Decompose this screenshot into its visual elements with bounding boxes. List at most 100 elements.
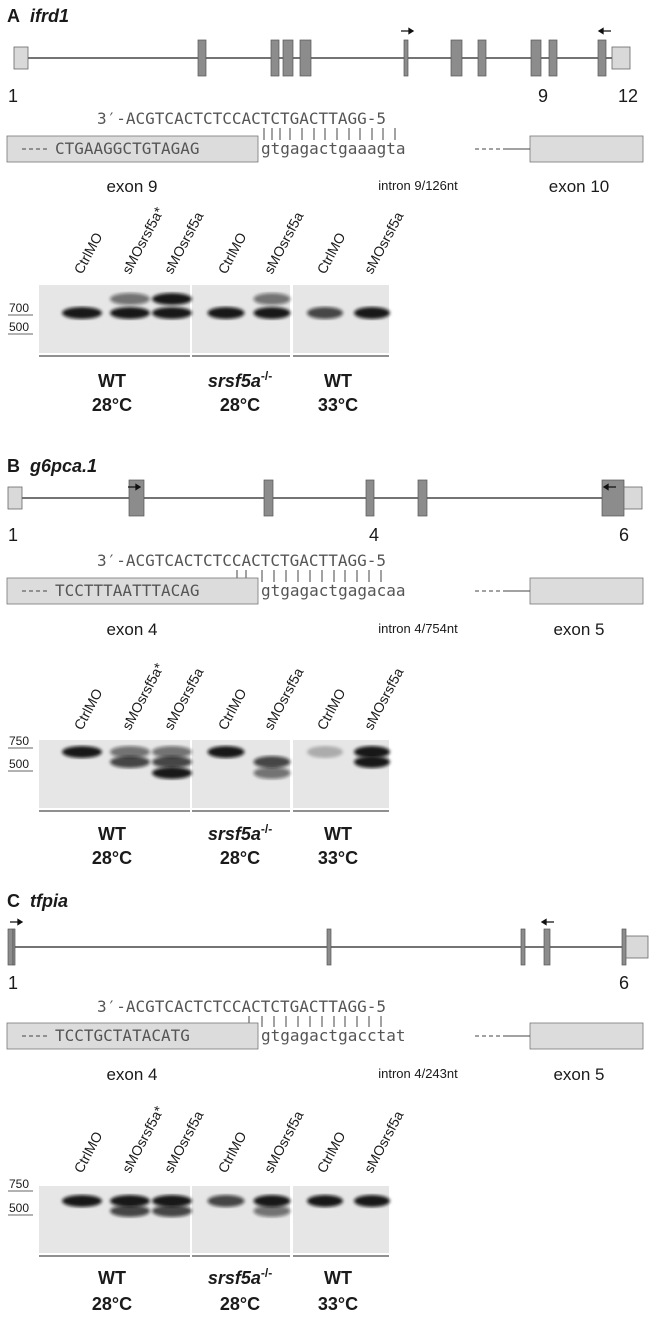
size-marker-bottom: 500	[9, 757, 29, 771]
exon-box	[477, 39, 487, 77]
exon-sequence-box	[6, 1022, 259, 1050]
primer-arrow-icon	[10, 918, 24, 926]
utr-box	[623, 486, 643, 510]
intron-sequence: gtgagactgacctat	[261, 1026, 406, 1045]
gel-band	[152, 293, 192, 305]
morpholino-sequence: 3′-ACGTCACTCTCCACTCTGACTTAGG-5	[97, 109, 386, 128]
primer-arrow-icon	[602, 483, 616, 491]
primer-arrow-icon	[540, 918, 554, 926]
genotype-base: srsf5a	[208, 1268, 261, 1288]
exon-number-last: 12	[618, 86, 638, 106]
primer-arrow-icon	[401, 27, 415, 35]
group-genotype: WT	[324, 1268, 352, 1288]
utr-box	[611, 46, 631, 70]
morpholino-sequence: 3′-ACGTCACTCTCCACTCTGACTTAGG-5	[97, 997, 386, 1016]
next-exon-box	[529, 1022, 644, 1050]
gel-band	[110, 293, 150, 305]
genotype-base: srsf5a	[208, 824, 261, 844]
gel-band	[152, 1195, 192, 1207]
intron-sequence: gtgagactgagacaa	[261, 581, 406, 600]
size-marker-bottom: 500	[9, 320, 29, 334]
gel-band	[152, 767, 192, 779]
morpholino-sequence: 3′-ACGTCACTCTCCACTCTGACTTAGG-5	[97, 551, 386, 570]
exon-box	[128, 479, 145, 517]
exon-box	[263, 479, 274, 517]
exon-box	[621, 928, 627, 966]
gel-band	[110, 1195, 150, 1207]
utr-box	[13, 46, 29, 70]
exon-box	[7, 928, 14, 966]
group-genotype: srsf5a-/-	[208, 1266, 272, 1288]
group-temperature: 28°C	[92, 1294, 132, 1314]
next-exon-box	[529, 577, 644, 605]
lane-label: CtrlMO	[71, 230, 106, 277]
lane-label: sMOsrsf5a	[161, 209, 207, 276]
size-marker-top: 750	[9, 1177, 29, 1191]
lane-label: sMOsrsf5a	[261, 1108, 307, 1175]
lane-label: sMOsrsf5a	[161, 1108, 207, 1175]
gel-band	[207, 1195, 245, 1207]
gel-band	[110, 746, 150, 758]
size-marker-bottom: 500	[9, 1201, 29, 1215]
lane-label: sMOsrsf5a	[261, 665, 307, 732]
exon-sequence-box	[6, 135, 259, 163]
utr-box	[7, 486, 23, 510]
exon-number-first: 1	[8, 86, 18, 106]
gel-band	[253, 307, 291, 319]
lane-label: CtrlMO	[314, 230, 349, 277]
group-genotype: WT	[98, 824, 126, 844]
gel-band	[62, 746, 102, 758]
primer-arrow-icon	[597, 27, 611, 35]
gel-band	[253, 756, 291, 768]
exon-sequence-box	[6, 577, 259, 605]
group-temperature: 28°C	[92, 848, 132, 868]
size-marker-top: 750	[9, 734, 29, 748]
exon-box	[326, 928, 332, 966]
gel-band	[354, 1195, 390, 1207]
gene-name: g6pca.1	[29, 456, 97, 476]
gel-band	[62, 307, 102, 319]
group-temperature: 28°C	[92, 395, 132, 415]
intron-label: intron 4/754nt	[378, 621, 458, 636]
gel-band	[152, 756, 192, 768]
gel-band	[354, 756, 390, 768]
gel-band	[354, 746, 390, 758]
exon-box	[270, 39, 280, 77]
gel-band	[253, 767, 291, 779]
exon-label-right: exon 5	[553, 1065, 604, 1084]
lane-label: CtrlMO	[215, 1129, 250, 1176]
intron-label: intron 4/243nt	[378, 1066, 458, 1081]
gene-name: tfpia	[30, 891, 68, 911]
lane-label: CtrlMO	[71, 686, 106, 733]
exon-sequence: TCCTGCTATACATG	[55, 1026, 190, 1045]
gel-band	[253, 1195, 291, 1207]
group-temperature: 33°C	[318, 395, 358, 415]
exon-box	[597, 39, 607, 77]
group-temperature: 28°C	[220, 848, 260, 868]
lane-label: CtrlMO	[314, 1129, 349, 1176]
exon-number-target: 4	[369, 525, 379, 545]
exon-box	[520, 928, 526, 966]
gel-band	[253, 293, 291, 305]
exon-label-left: exon 4	[106, 620, 157, 639]
group-temperature: 28°C	[220, 395, 260, 415]
intron-sequence: gtgagactgaaagta	[261, 139, 406, 158]
gel-band	[152, 307, 192, 319]
gel-band	[253, 1205, 291, 1217]
lane-label: sMOsrsf5a	[261, 209, 307, 276]
panel-letter: C	[7, 891, 20, 911]
gel-band	[307, 307, 343, 319]
exon-box	[365, 479, 375, 517]
gel-band	[354, 307, 390, 319]
exon-label-left: exon 9	[106, 177, 157, 196]
genotype-base: srsf5a	[208, 371, 261, 391]
group-temperature: 28°C	[220, 1294, 260, 1314]
group-temperature: 33°C	[318, 848, 358, 868]
gel-band	[207, 307, 245, 319]
exon-box	[299, 39, 312, 77]
exon-box	[601, 479, 625, 517]
